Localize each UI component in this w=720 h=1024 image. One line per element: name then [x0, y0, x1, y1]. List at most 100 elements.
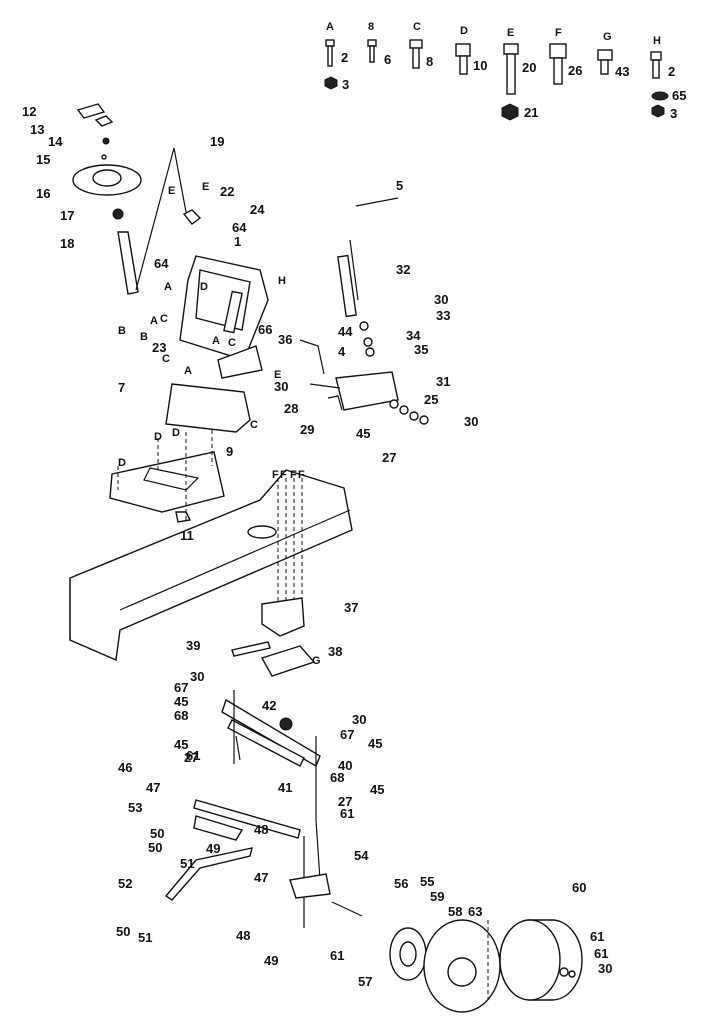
callout-41: 41 — [278, 780, 292, 795]
callout-30: 30 — [598, 961, 612, 976]
callout-48: 48 — [236, 928, 250, 943]
hw-qty-h: 2 — [668, 64, 675, 79]
hw-sub-h2: 3 — [670, 106, 677, 121]
callout-30: 30 — [274, 379, 288, 394]
letter-mark-e: E — [274, 369, 281, 381]
callout-16: 16 — [36, 186, 50, 201]
callout-30: 30 — [464, 414, 478, 429]
callout-30: 30 — [352, 712, 366, 727]
letter-mark-g: G — [312, 655, 321, 667]
callout-40: 40 — [338, 758, 352, 773]
callout-49: 49 — [264, 953, 278, 968]
callout-48: 48 — [254, 822, 268, 837]
hw-qty-g: 43 — [615, 64, 629, 79]
hw-letter-f: F — [555, 27, 562, 39]
tie-rod-assembly — [164, 690, 363, 928]
letter-mark-h: H — [278, 275, 286, 287]
hw-letter-e: E — [507, 27, 514, 39]
hardware-legend: A 2 3 8 6 C 8 D 10 E 20 21 F 26 G 43 H 2 — [324, 21, 686, 121]
callout-labels: 1213141516171819222464164236679115323033… — [22, 104, 612, 989]
hw-letter-a: A — [326, 21, 334, 33]
callout-46: 46 — [118, 760, 132, 775]
callout-50: 50 — [148, 840, 162, 855]
callout-54: 54 — [354, 848, 369, 863]
callout-28: 28 — [284, 401, 298, 416]
callout-1: 1 — [234, 234, 241, 249]
callout-23: 23 — [152, 340, 166, 355]
letter-mark-c: C — [162, 353, 170, 365]
callout-24: 24 — [250, 202, 265, 217]
letter-mark-a: A — [184, 365, 192, 377]
callout-61: 61 — [330, 948, 344, 963]
callout-27: 27 — [382, 450, 396, 465]
letter-mark-d: D — [118, 457, 126, 469]
callout-58: 58 — [448, 904, 462, 919]
callout-13: 13 — [30, 122, 44, 137]
hw-qty-a: 2 — [341, 50, 348, 65]
letter-mark-f: F — [298, 469, 305, 481]
tractor-frame — [69, 469, 353, 662]
letter-mark-c: C — [160, 313, 168, 325]
callout-33: 33 — [436, 308, 450, 323]
callout-39: 39 — [186, 638, 200, 653]
callout-68: 68 — [174, 708, 188, 723]
callout-30: 30 — [190, 669, 204, 684]
callout-64: 64 — [154, 256, 169, 271]
callout-49: 49 — [206, 841, 220, 856]
callout-42: 42 — [262, 698, 276, 713]
letter-mark-b: B — [140, 331, 148, 343]
hw-sub-a: 3 — [342, 77, 349, 92]
callout-67: 67 — [174, 680, 188, 695]
callout-7: 7 — [118, 380, 125, 395]
callout-38: 38 — [328, 644, 342, 659]
letter-mark-d: D — [172, 427, 180, 439]
letter-mark-f: F — [290, 469, 297, 481]
hw-qty-d: 10 — [473, 58, 487, 73]
front-wheel — [389, 919, 583, 1013]
letter-mark-a: A — [150, 315, 158, 327]
callout-45: 45 — [370, 782, 384, 797]
callout-68: 68 — [330, 770, 344, 785]
hw-qty-b: 6 — [384, 52, 391, 67]
callout-55: 55 — [420, 874, 434, 889]
hw-sub-h1: 65 — [672, 88, 686, 103]
callout-51: 51 — [138, 930, 152, 945]
callout-14: 14 — [48, 134, 63, 149]
dash-console — [179, 255, 269, 379]
callout-50: 50 — [116, 924, 130, 939]
hw-letter-c: C — [413, 21, 421, 33]
callout-50: 50 — [150, 826, 164, 841]
callout-61: 61 — [590, 929, 604, 944]
letter-mark-c: C — [228, 337, 236, 349]
hw-letter-d: D — [460, 25, 468, 37]
letter-mark-d: D — [154, 431, 162, 443]
callout-19: 19 — [210, 134, 224, 149]
letter-mark-a: A — [212, 335, 220, 347]
callout-53: 53 — [128, 800, 142, 815]
callout-56: 56 — [394, 876, 408, 891]
callout-30: 30 — [434, 292, 448, 307]
hw-letter-g: G — [603, 31, 612, 43]
callout-47: 47 — [254, 870, 268, 885]
callout-18: 18 — [60, 236, 74, 251]
callout-64: 64 — [232, 220, 247, 235]
callout-45: 45 — [356, 426, 370, 441]
callout-35: 35 — [414, 342, 428, 357]
callout-52: 52 — [118, 876, 132, 891]
letter-mark-b: B — [118, 325, 126, 337]
callout-12: 12 — [22, 104, 36, 119]
callout-29: 29 — [300, 422, 314, 437]
callout-45: 45 — [174, 737, 188, 752]
callout-45: 45 — [368, 736, 382, 751]
hw-sub-e: 21 — [524, 105, 538, 120]
callout-32: 32 — [396, 262, 410, 277]
callout-17: 17 — [60, 208, 74, 223]
callout-36: 36 — [278, 332, 292, 347]
hw-letter-h: H — [653, 35, 661, 47]
callout-27: 27 — [338, 794, 352, 809]
callout-5: 5 — [396, 178, 403, 193]
hw-letter-b: 8 — [368, 21, 374, 33]
callout-47: 47 — [146, 780, 160, 795]
